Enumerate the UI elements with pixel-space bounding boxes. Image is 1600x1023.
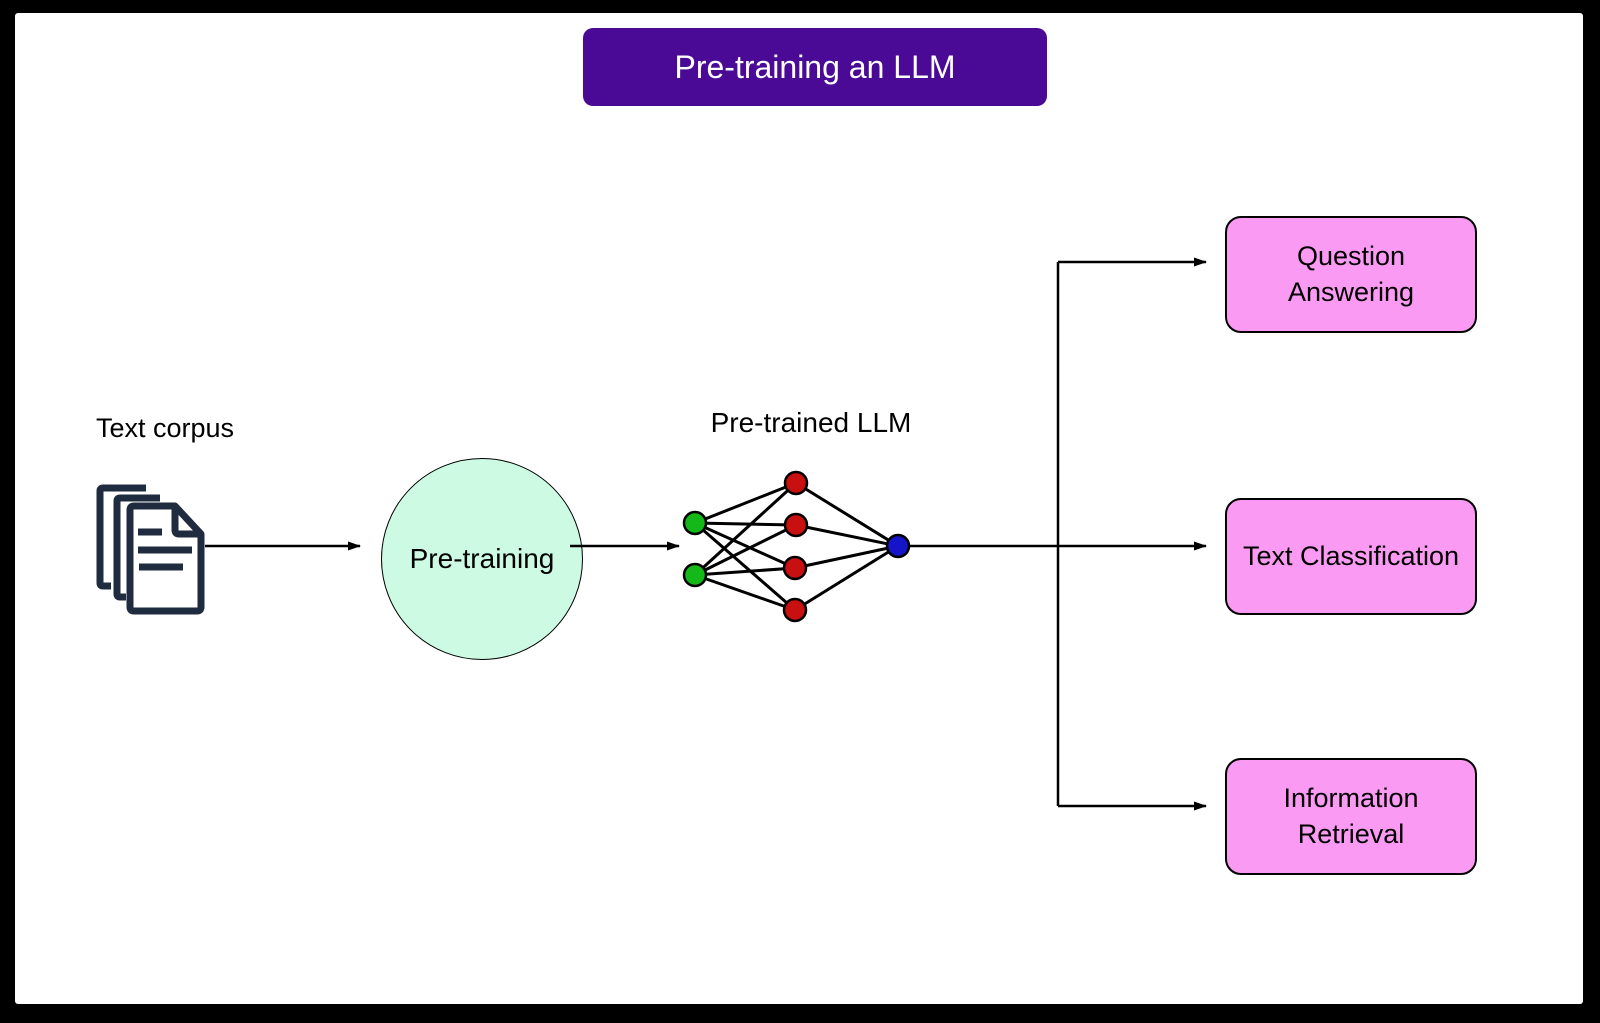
output-box-information-retrieval: Information Retrieval bbox=[1225, 758, 1477, 875]
text-classification-label: Text Classification bbox=[1242, 540, 1460, 571]
output-box-question-answering: Question Answering bbox=[1225, 216, 1477, 333]
title-banner: Pre-training an LLM bbox=[583, 28, 1047, 106]
pretrained-llm-label: Pre-trained LLM bbox=[710, 407, 912, 438]
information-retrieval-label: Information Retrieval bbox=[1283, 782, 1419, 849]
text-corpus-label: Text corpus bbox=[95, 413, 235, 443]
diagram-page: Pre-training an LLM Text corpus Pre-trai… bbox=[15, 13, 1583, 1004]
pretraining-process-node: Pre-training bbox=[381, 458, 583, 660]
question-answering-label: Question Answering bbox=[1287, 240, 1415, 307]
diagram-title: Pre-training an LLM bbox=[674, 48, 956, 85]
output-box-text-classification: Text Classification bbox=[1225, 498, 1477, 615]
pretraining-label: Pre-training bbox=[409, 543, 555, 574]
